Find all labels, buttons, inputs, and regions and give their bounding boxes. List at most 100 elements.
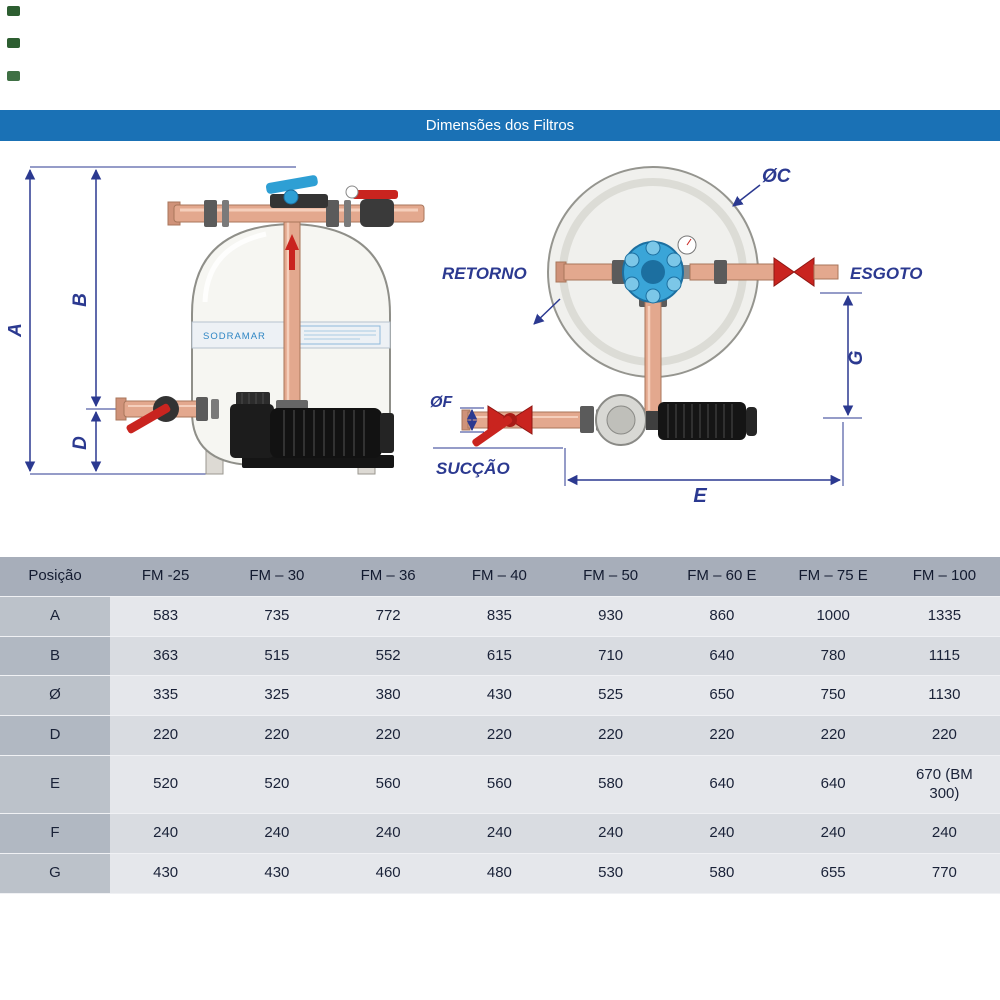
dim-value: 240 [332, 813, 444, 854]
dim-value: 220 [888, 715, 1000, 756]
dim-value: 860 [666, 596, 778, 637]
dim-value: 520 [110, 755, 222, 815]
dim-value: 220 [443, 715, 555, 756]
filter-top-view-diagram: RETORNO ESGOTO SUCÇÃO ØC ØF G E [430, 166, 922, 507]
pressure-gauge [345, 185, 359, 199]
dim-value: 1130 [888, 675, 1000, 716]
dim-value: 325 [221, 675, 333, 716]
bottom-valve-assembly [115, 396, 219, 434]
dim-value: 240 [666, 813, 778, 854]
dim-value: 220 [555, 715, 667, 756]
col-header-model: FM – 100 [888, 557, 1000, 597]
dim-label-f: ØF [430, 394, 453, 411]
suction-valve [472, 405, 533, 447]
dim-value: 930 [555, 596, 667, 637]
dim-value: 515 [221, 636, 333, 677]
top-right-red-valve [352, 190, 398, 227]
multiport-valve-top [622, 235, 697, 304]
dim-value: 835 [443, 596, 555, 637]
dim-value: 220 [666, 715, 778, 756]
dim-value: 430 [221, 853, 333, 894]
dim-value: 552 [332, 636, 444, 677]
row-label: G [0, 853, 110, 894]
dim-value: 583 [110, 596, 222, 637]
col-header-model: FM -25 [110, 557, 222, 597]
label-esgoto: ESGOTO [850, 264, 922, 283]
dim-label-g: G [846, 350, 867, 365]
dim-label-e: E [693, 485, 707, 507]
dim-value: 240 [221, 813, 333, 854]
extension-lines [433, 292, 862, 486]
flow-arrow [285, 234, 299, 250]
dim-value: 580 [555, 755, 667, 815]
dim-value: 580 [666, 853, 778, 894]
red-valve-handle [126, 403, 171, 434]
dim-value: 240 [443, 813, 555, 854]
dim-value: 430 [443, 675, 555, 716]
section-title-bar: Dimensões dos Filtros [0, 110, 1000, 141]
dim-value: 380 [332, 675, 444, 716]
top-pipe-assembly [167, 175, 425, 227]
dim-value: 525 [555, 675, 667, 716]
green-artifact [7, 38, 20, 48]
row-label: Ø [0, 675, 110, 716]
dim-value: 363 [110, 636, 222, 677]
row-label: E [0, 755, 110, 815]
dim-value: 615 [443, 636, 555, 677]
multiport-valve-front [265, 175, 328, 208]
dim-value: 560 [443, 755, 555, 815]
retorno-arrow [533, 298, 561, 325]
dim-value: 1000 [777, 596, 889, 637]
brand-label: SODRAMAR [203, 331, 266, 342]
dim-value: 220 [221, 715, 333, 756]
dim-value: 220 [110, 715, 222, 756]
dim-value: 780 [777, 636, 889, 677]
label-succao: SUCÇÃO [436, 458, 510, 478]
dim-value: 240 [110, 813, 222, 854]
dim-label-a: A [8, 323, 26, 338]
dim-value: 240 [888, 813, 1000, 854]
green-artifact [7, 71, 20, 81]
dim-label-d: D [70, 436, 91, 450]
dim-value: 240 [777, 813, 889, 854]
dim-value: 655 [777, 853, 889, 894]
standpipe [276, 209, 308, 412]
pump-side [658, 402, 757, 440]
esgoto-valve [773, 257, 839, 287]
red-valve-handle [472, 415, 513, 447]
dim-value: 240 [555, 813, 667, 854]
dim-value: 640 [666, 636, 778, 677]
col-header-model: FM – 75 E [777, 557, 889, 597]
esgoto-pipe [680, 257, 839, 287]
col-header-model: FM – 40 [443, 557, 555, 597]
filter-front-view-diagram: A B D SODRAMAR [8, 166, 425, 475]
dim-value: 335 [110, 675, 222, 716]
dim-value: 560 [332, 755, 444, 815]
dim-value: 220 [777, 715, 889, 756]
dim-value: 1115 [888, 636, 1000, 677]
dim-value: 430 [110, 853, 222, 894]
green-artifact [7, 6, 20, 16]
dim-value: 640 [666, 755, 778, 815]
dim-value: 772 [332, 596, 444, 637]
row-label: F [0, 813, 110, 854]
dim-value: 520 [221, 755, 333, 815]
row-label: D [0, 715, 110, 756]
dim-value: 220 [332, 715, 444, 756]
label-retorno: RETORNO [442, 264, 527, 283]
section-title: Dimensões dos Filtros [425, 117, 575, 134]
row-label: B [0, 636, 110, 677]
dim-label-b: B [70, 293, 91, 307]
col-header-posicao: Posição [0, 557, 110, 597]
dim-value: 650 [666, 675, 778, 716]
suction-assembly [461, 394, 757, 447]
